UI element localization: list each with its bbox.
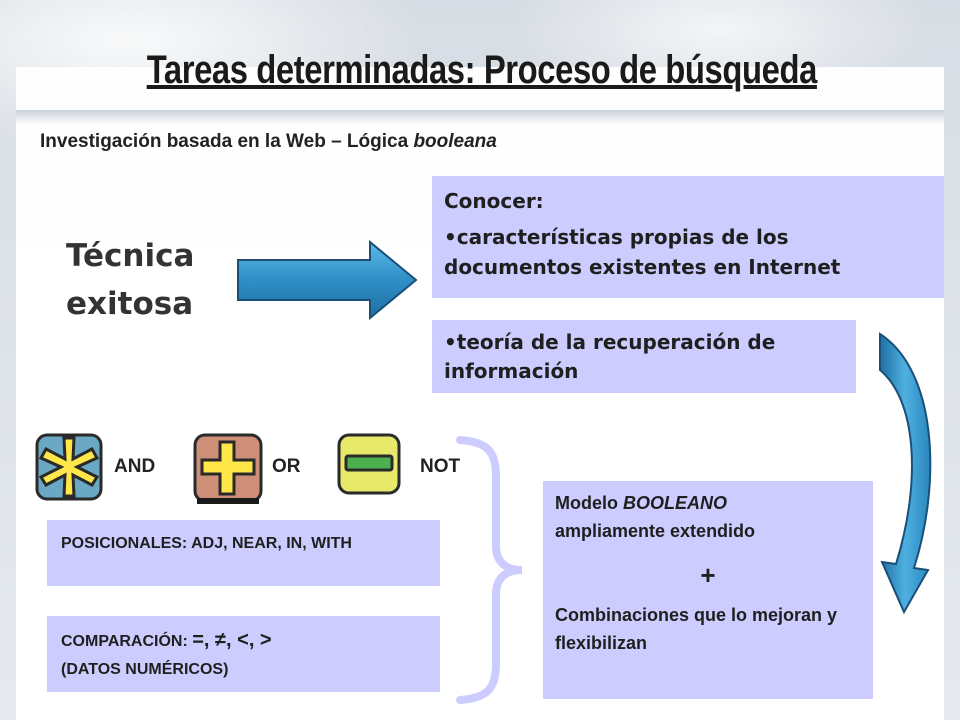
comparacion-label: COMPARACIÓN:	[61, 633, 193, 650]
subtitle-text: Investigación basada en la Web – Lógica	[40, 131, 414, 152]
modelo-prefix: Modelo	[555, 493, 623, 513]
modelo-plus: +	[700, 560, 716, 590]
subtitle-emphasis: booleana	[413, 131, 497, 152]
comparacion-note: (DATOS NUMÉRICOS)	[61, 661, 229, 678]
posicionales-box: POSICIONALES: ADJ, NEAR, IN, WITH	[47, 520, 440, 586]
slide-title: Tareas determinadas: Proceso de búsqueda	[146, 48, 818, 92]
teoria-box: •teoría de la recuperación de informació…	[432, 320, 856, 393]
plus-icon	[192, 432, 264, 506]
conocer-item-2: •teoría de la recuperación de informació…	[444, 330, 776, 383]
brace-icon	[456, 436, 526, 704]
curved-arrow-icon	[876, 330, 946, 616]
operator-not: NOT	[420, 456, 461, 477]
tecnica-line-1: Técnica	[66, 238, 195, 274]
asterisk-icon	[34, 432, 104, 502]
modelo-emphasis: BOOLEANO	[623, 493, 728, 513]
modelo-line: Modelo BOOLEANO	[555, 489, 861, 517]
slide-subtitle: Investigación basada en la Web – Lógica …	[40, 131, 497, 153]
tecnica-label: Técnica exitosa	[66, 232, 194, 328]
comparacion-box: COMPARACIÓN: =, ≠, <, > (DATOS NUMÉRICOS…	[47, 616, 440, 692]
modelo-combinaciones: Combinaciones que lo mejoran y flexibili…	[555, 605, 838, 653]
comparacion-line: COMPARACIÓN: =, ≠, <, >	[61, 626, 426, 656]
operator-or: OR	[272, 456, 301, 477]
tecnica-line-2: exitosa	[66, 286, 194, 322]
modelo-box: Modelo BOOLEANO ampliamente extendido + …	[543, 481, 873, 699]
modelo-rest: ampliamente extendido	[555, 521, 756, 541]
comparacion-symbols: =, ≠, <, >	[192, 629, 272, 651]
title-divider	[16, 110, 944, 124]
conocer-item-1: •características propias de los document…	[444, 225, 841, 279]
minus-icon	[336, 432, 402, 496]
conocer-heading: Conocer:	[444, 189, 544, 213]
operator-and: AND	[114, 456, 156, 477]
right-arrow-icon	[236, 240, 418, 320]
conocer-box: Conocer: •características propias de los…	[432, 176, 944, 298]
posicionales-text: POSICIONALES: ADJ, NEAR, IN, WITH	[61, 535, 352, 552]
